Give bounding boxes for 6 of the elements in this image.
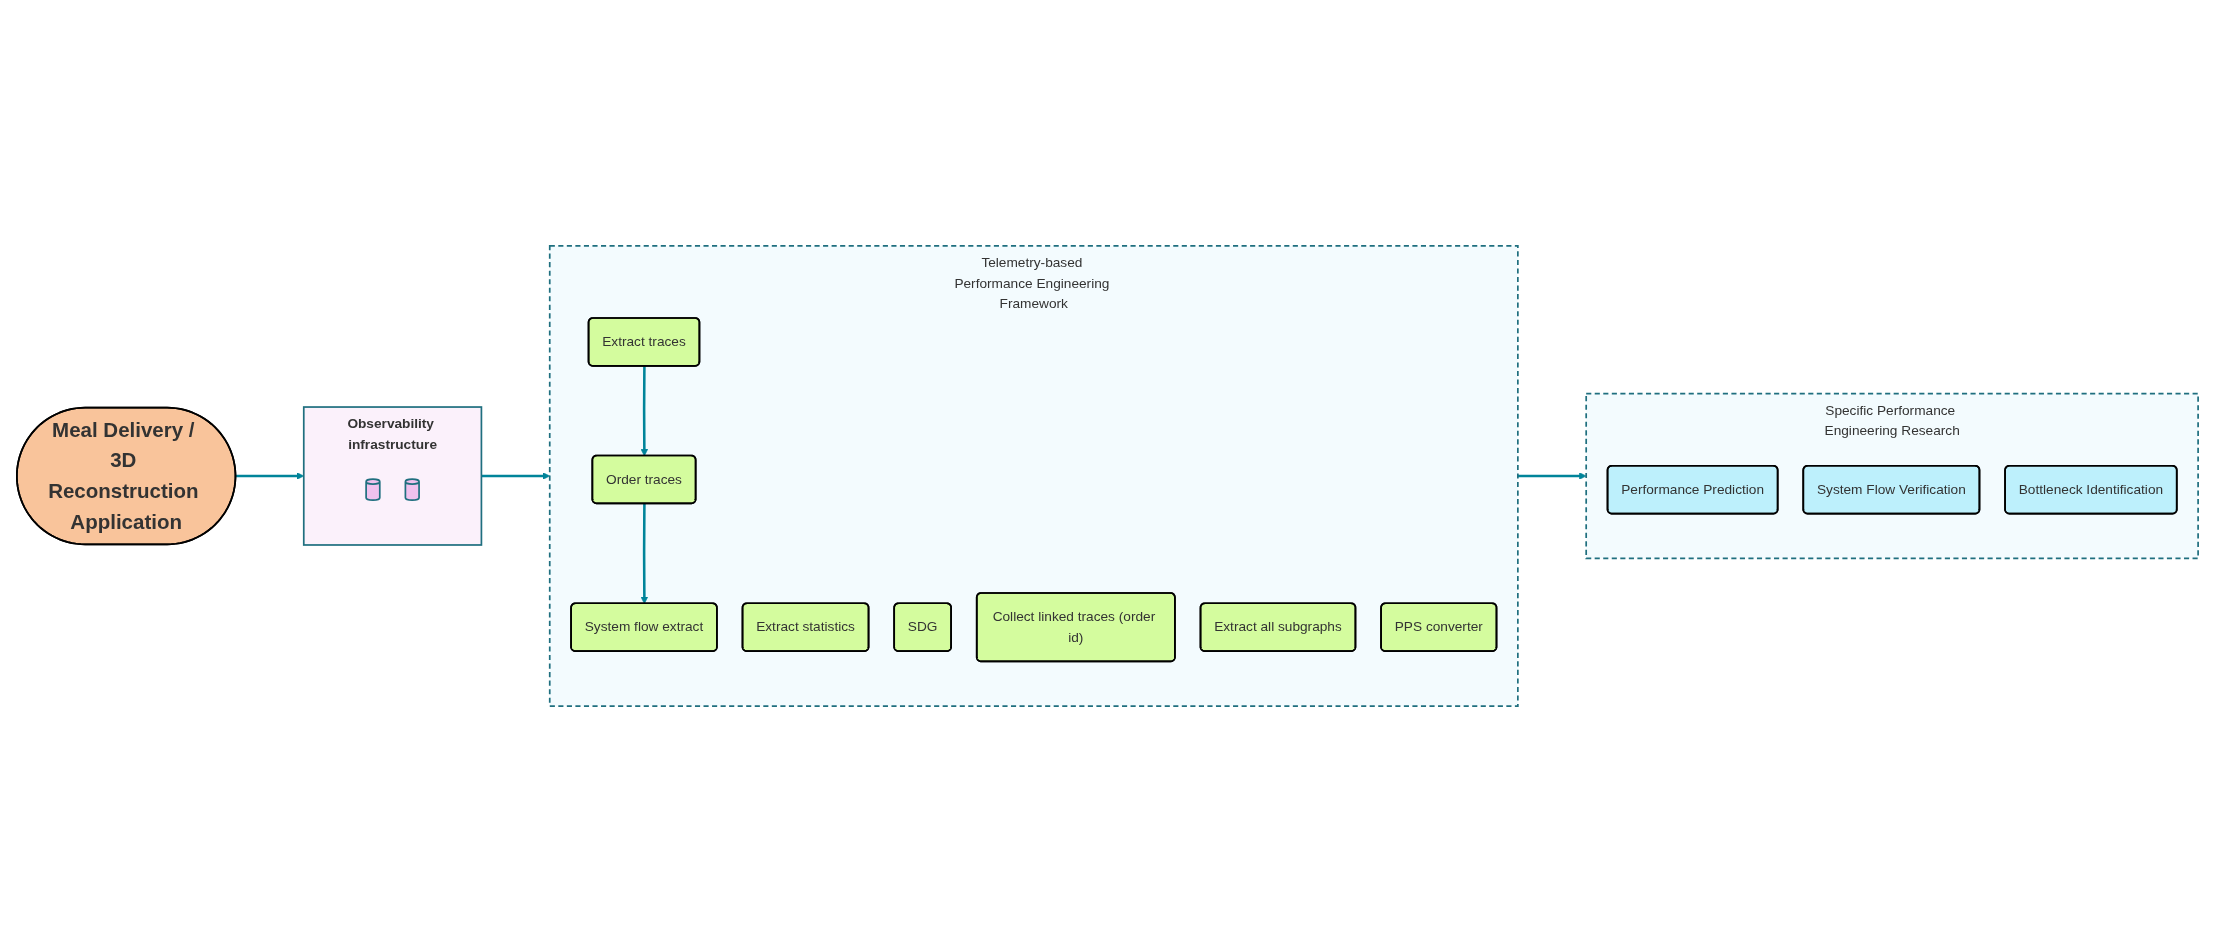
node-cylinder [404, 478, 420, 501]
cluster: Observability infrastructure [302, 406, 483, 546]
arrow [1517, 472, 1587, 480]
arrow [640, 503, 649, 604]
arrow [640, 366, 649, 457]
node-cylinder [365, 478, 381, 501]
